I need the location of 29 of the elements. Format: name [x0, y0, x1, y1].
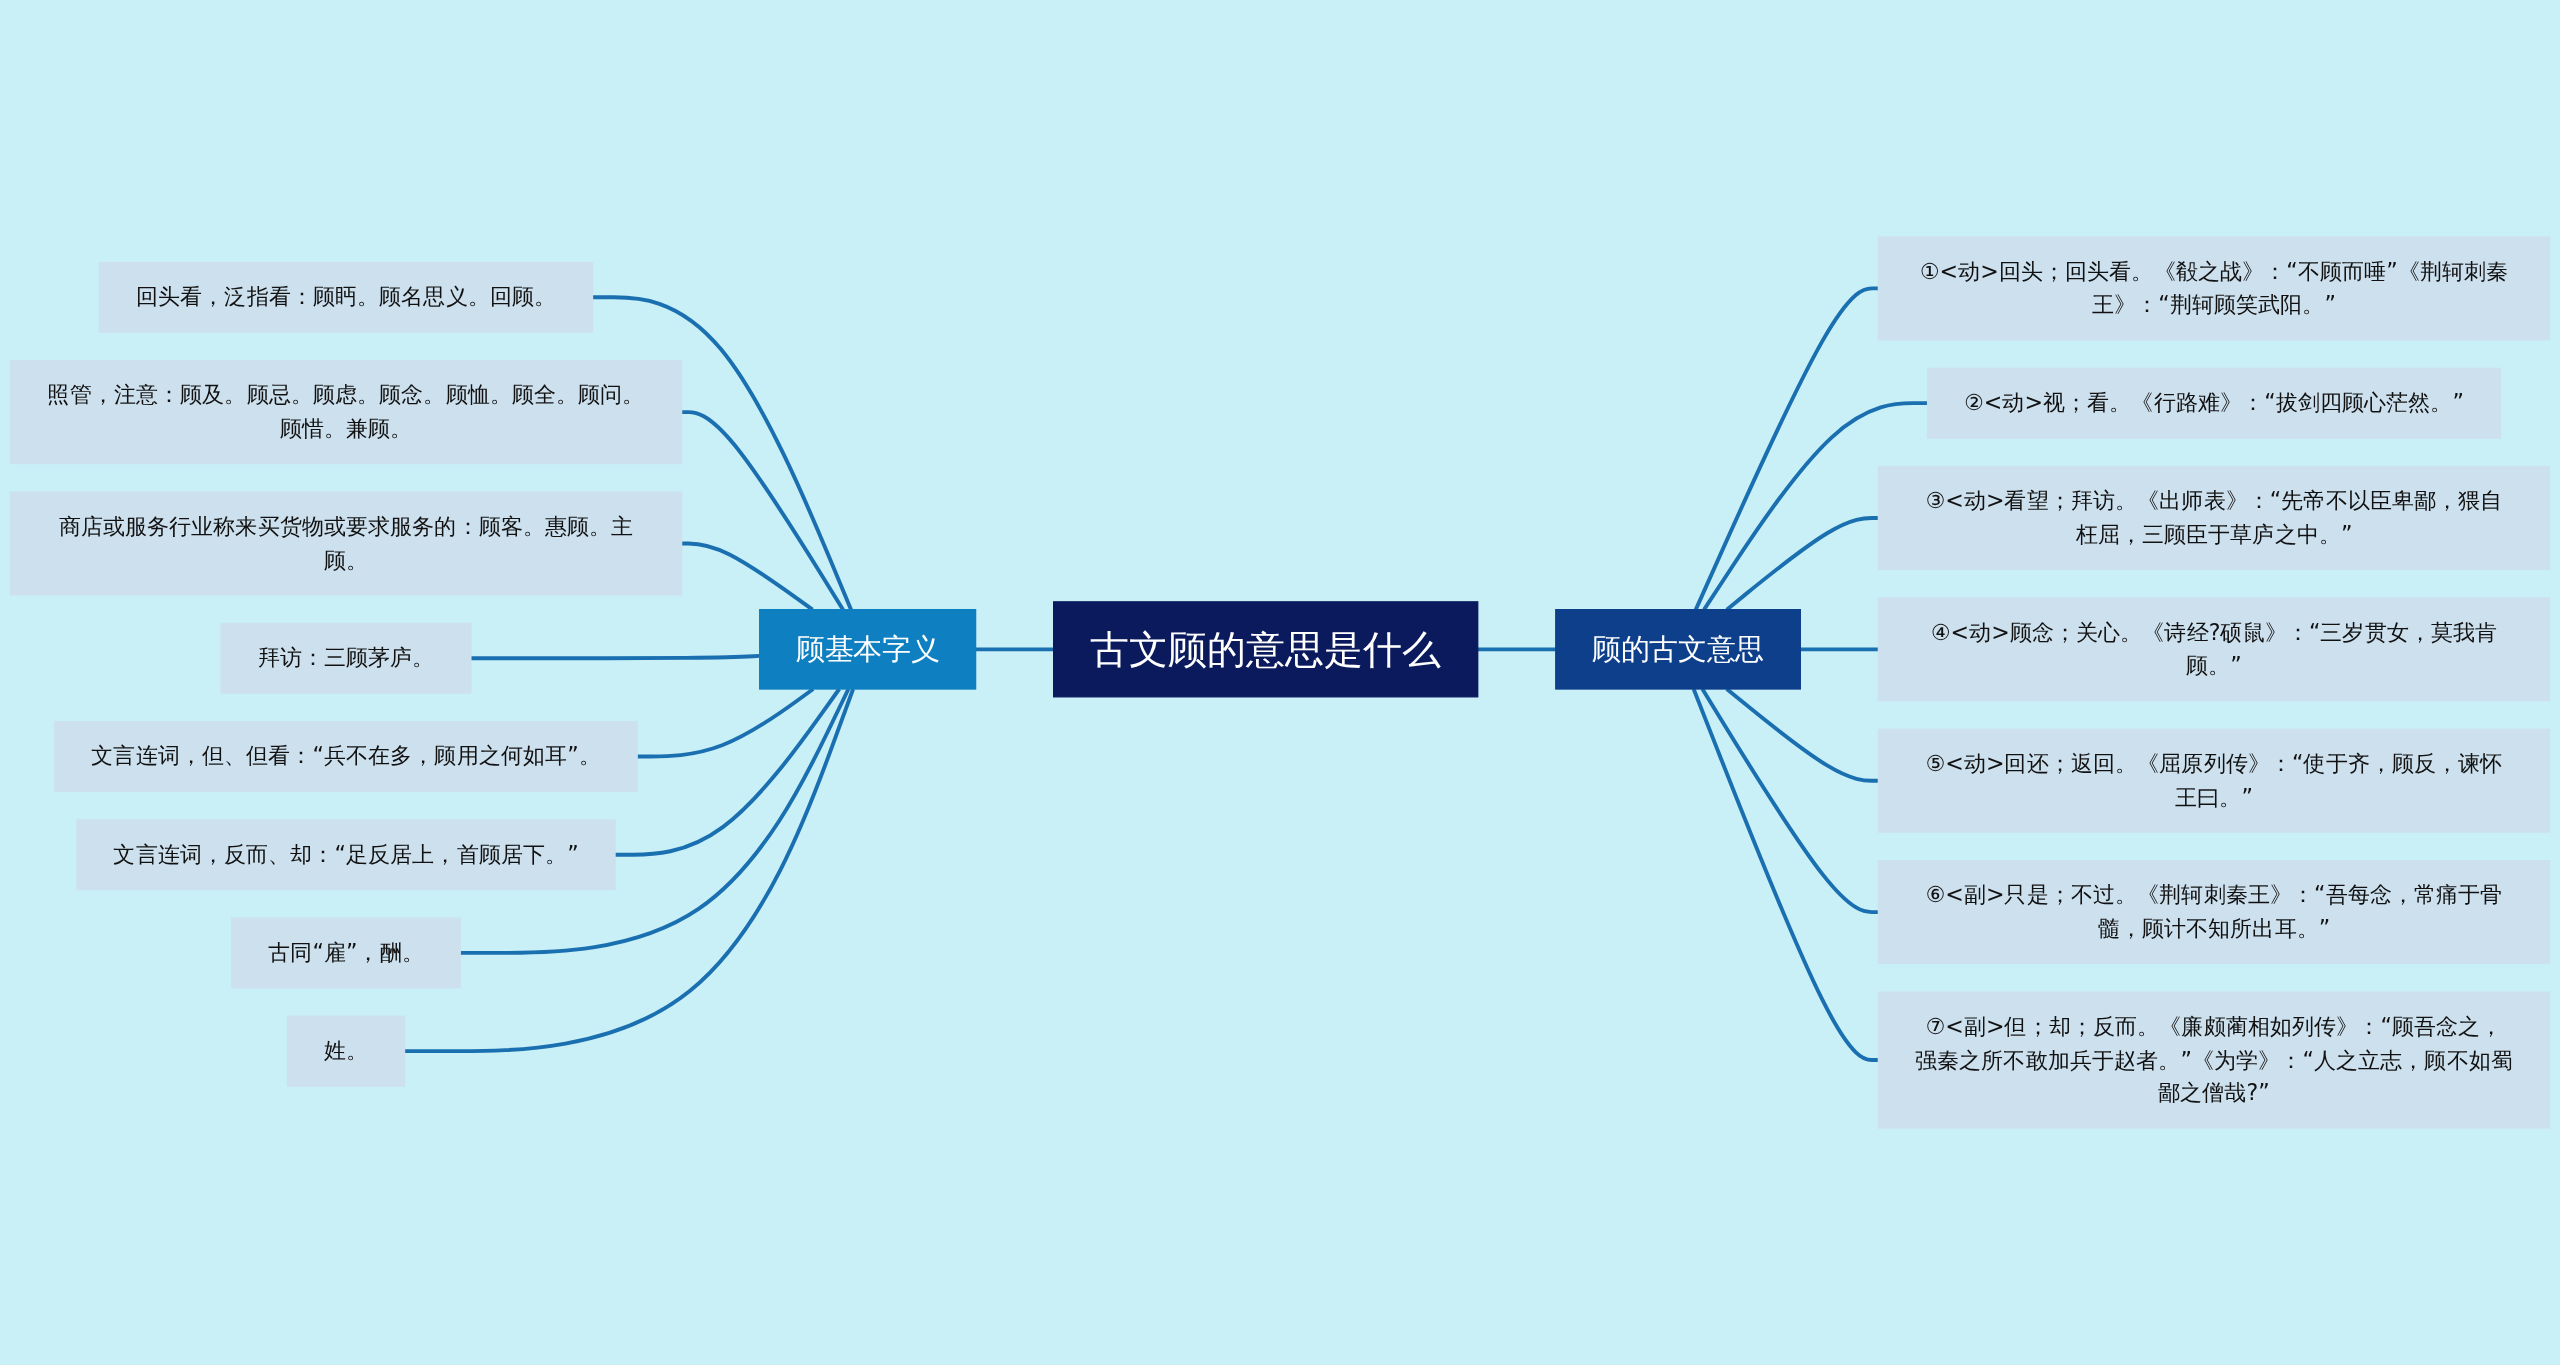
node-box: ②<动>视；看。《行路难》：“拔剑四顾心茫然。”	[1926, 367, 2502, 439]
node-box: 拜访：三顾茅庐。	[220, 622, 472, 694]
node-box: ⑦<副>但；却；反而。《廉颇蔺相如列传》：“顾吾念之，强秦之所不敢加兵于赵者。”《为学》：“人之立志，顾不如蜀鄙之僧哉?”	[1877, 991, 2551, 1129]
node-box: ⑤<动>回还；返回。《屈原列传》：“使于齐，顾反，谏怀王曰。”	[1877, 728, 2551, 833]
connector	[592, 295, 853, 611]
node-box: 顾基本字义	[759, 609, 977, 690]
node-box: 商店或服务行业称来买货物或要求服务的：顾客。惠顾。主顾。	[9, 491, 683, 596]
node-box: 回头看，泛指看：顾眄。顾名思义。回顾。	[98, 261, 594, 333]
connector	[975, 647, 1054, 652]
node-box: ③<动>看望；拜访。《出师表》：“先帝不以臣卑鄙，猥自枉屈，三顾臣于草庐之中。”	[1877, 465, 2551, 570]
connector	[681, 410, 845, 611]
node-box: ⑥<副>只是；不过。《荆轲刺秦王》：“吾每念，常痛于骨髓，顾计不知所出耳。”	[1877, 860, 2551, 965]
connector	[1477, 647, 1556, 652]
node-box: 姓。	[286, 1015, 406, 1087]
connector	[460, 688, 851, 955]
node-box: 照管，注意：顾及。顾忌。顾虑。顾念。顾恤。顾全。顾问。顾惜。兼顾。	[9, 360, 683, 465]
connector	[1800, 647, 1879, 652]
node-box: 古文顾的意思是什么	[1053, 601, 1479, 698]
node-box: 文言连词，反而、却：“足反居上，首顾居下。”	[76, 819, 616, 891]
node-box: 文言连词，但、但看：“兵不在多，顾用之何如耳”。	[54, 721, 638, 792]
connector	[1702, 401, 1928, 611]
connector	[1691, 688, 1879, 1062]
node-box: ④<动>顾念；关心。《诗经?硕鼠》：“三岁贯女，莫我肯顾。”	[1877, 597, 2551, 702]
node-box: ①<动>回头；回头看。《殽之战》：“不顾而唾”《荆轲刺秦王》：“荆轲顾笑武阳。”	[1877, 236, 2551, 341]
node-box: 顾的古文意思	[1555, 609, 1801, 690]
node-box: 古同“雇”，酬。	[231, 917, 461, 989]
connector	[404, 688, 855, 1054]
connector	[470, 653, 760, 661]
connector	[1694, 286, 1879, 611]
